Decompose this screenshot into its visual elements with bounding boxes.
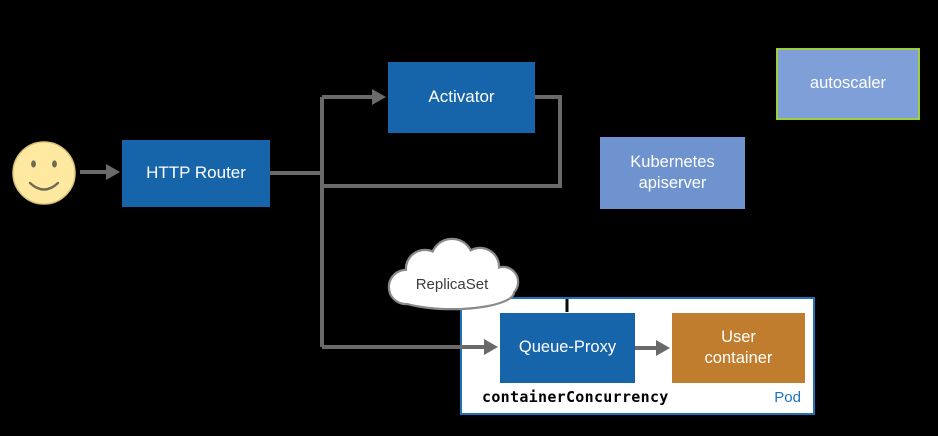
user-container-label: User container: [704, 327, 773, 367]
http-router-node: HTTP Router: [122, 140, 270, 207]
autoscaler-label: autoscaler: [809, 74, 887, 93]
container-concurrency-label: containerConcurrency: [482, 388, 669, 406]
queue-proxy-node: Queue-Proxy: [500, 313, 635, 383]
user-container-node: User container: [672, 313, 805, 383]
activator-node: Activator: [388, 62, 535, 133]
activator-label: Activator: [428, 87, 495, 107]
kubernetes-apiserver-label: Kubernetes apiserver: [630, 152, 715, 192]
pod-group: Queue-Proxy User container containerConc…: [460, 297, 815, 415]
smiley-face-icon: [12, 141, 76, 205]
arrowhead-activator: [372, 89, 386, 105]
kubernetes-apiserver-node: Kubernetes apiserver: [600, 137, 745, 209]
replicaset-label: ReplicaSet: [415, 276, 489, 293]
http-router-label: HTTP Router: [146, 163, 246, 183]
autoscaler-node: autoscaler: [776, 48, 920, 120]
arrowhead-router: [106, 164, 120, 180]
queue-proxy-label: Queue-Proxy: [518, 338, 617, 357]
pod-label: Pod: [774, 389, 801, 406]
